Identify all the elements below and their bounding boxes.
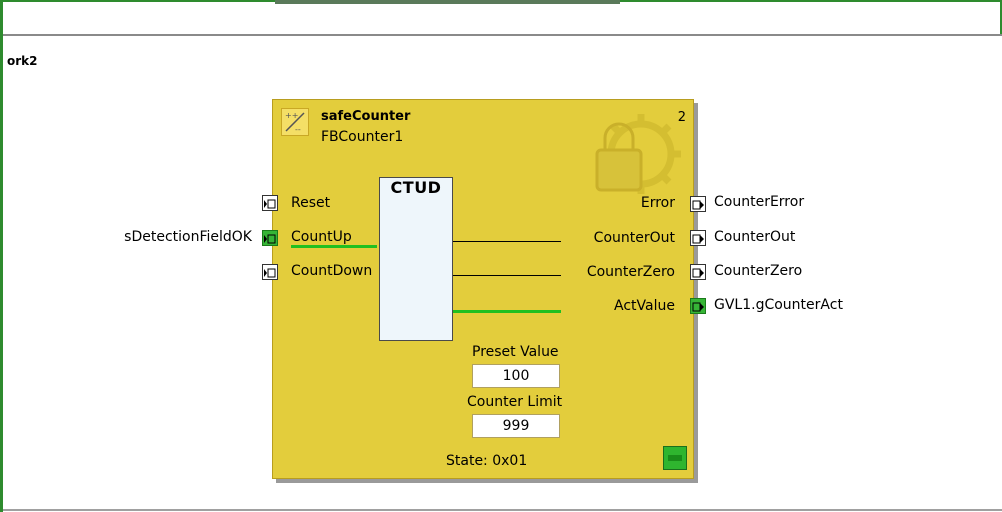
error-external-variable[interactable]: CounterError xyxy=(714,194,805,210)
function-block[interactable]: ++ -- safeCounter FBCounter1 2 CTUD Rese… xyxy=(262,99,706,479)
countup-external-variable[interactable]: sDetectionFieldOK xyxy=(124,229,252,245)
input-port-countup[interactable] xyxy=(262,230,278,246)
block-index: 2 xyxy=(677,110,686,125)
input-port-countdown[interactable] xyxy=(262,264,278,280)
preset-value-field[interactable]: 100 xyxy=(472,364,560,388)
previous-network-block-edge xyxy=(275,0,620,4)
output-port-actvalue[interactable] xyxy=(690,298,706,314)
network-title: ork2 xyxy=(7,54,38,68)
counterout-wire xyxy=(453,241,561,242)
output-port-error[interactable] xyxy=(690,196,706,212)
preset-value-label: Preset Value xyxy=(472,344,559,360)
block-state: State: 0x01 xyxy=(446,453,528,469)
counterzero-wire xyxy=(453,275,561,276)
ctud-core: CTUD xyxy=(379,177,453,341)
input-pin-countup: CountUp xyxy=(291,229,352,245)
countup-active-wire xyxy=(291,245,377,248)
svg-text:++: ++ xyxy=(285,111,298,120)
output-pin-counterzero: CounterZero xyxy=(586,264,675,280)
network-bottom-separator xyxy=(3,509,1002,511)
counter-icon: ++ -- xyxy=(281,108,309,136)
counterout-external-variable[interactable]: CounterOut xyxy=(714,229,796,245)
input-pin-reset: Reset xyxy=(291,195,331,211)
output-pin-actvalue: ActValue xyxy=(614,298,675,314)
core-label: CTUD xyxy=(390,178,442,197)
network-separator xyxy=(3,34,1002,36)
network-frame-left xyxy=(0,0,3,512)
actvalue-active-wire xyxy=(453,310,561,313)
counter-limit-field[interactable]: 999 xyxy=(472,414,560,438)
status-led-icon xyxy=(663,446,687,470)
output-port-counterzero[interactable] xyxy=(690,264,706,280)
output-pin-counterout: CounterOut xyxy=(593,230,675,246)
input-port-reset[interactable] xyxy=(262,195,278,211)
svg-text:--: -- xyxy=(295,125,301,134)
input-pin-countdown: CountDown xyxy=(291,263,373,279)
network-frame-right xyxy=(1000,0,1002,36)
counter-limit-label: Counter Limit xyxy=(467,394,563,410)
output-pin-error: Error xyxy=(640,195,675,211)
actvalue-external-variable[interactable]: GVL1.gCounterAct xyxy=(714,297,843,313)
counterzero-external-variable[interactable]: CounterZero xyxy=(714,263,803,279)
block-instance-name[interactable]: FBCounter1 xyxy=(321,129,404,145)
block-type-name: safeCounter xyxy=(321,109,411,124)
output-port-counterout[interactable] xyxy=(690,230,706,246)
